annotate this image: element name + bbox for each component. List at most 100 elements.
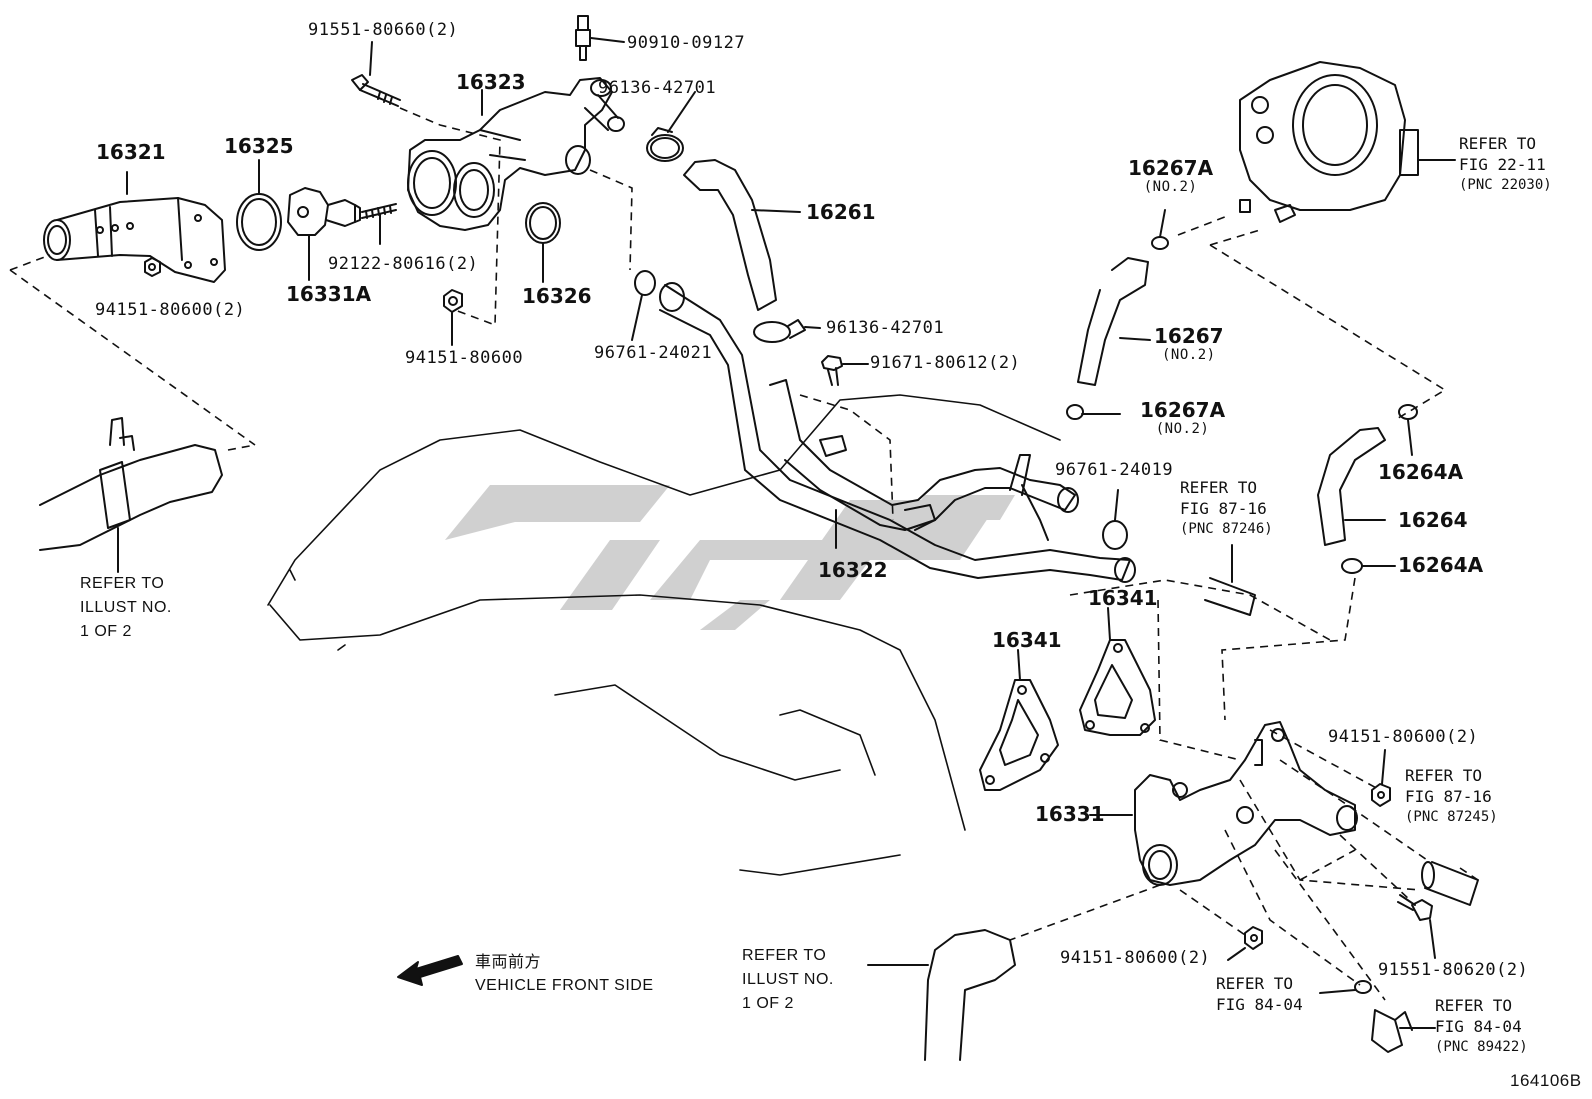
part-16261-hose xyxy=(683,159,801,311)
ref-fig-87-16-b-line2: FIG 87-16 xyxy=(1405,786,1492,806)
stud-92122 xyxy=(361,203,397,245)
label-16326: 16326 xyxy=(522,284,592,308)
clamp-16267A-lower xyxy=(1066,404,1121,420)
label-16264A-top: 16264A xyxy=(1378,460,1464,484)
vehicle-front-note: 車両前方 VEHICLE FRONT SIDE xyxy=(475,950,654,998)
ref-illust-bottom-line1: REFER TO xyxy=(742,947,827,964)
label-94151-80600: 94151-80600 xyxy=(405,348,524,368)
engine-outline xyxy=(267,394,1061,876)
label-16261: 16261 xyxy=(806,200,876,224)
washer-84-04 xyxy=(1319,980,1372,994)
ref-fig-87-16-b: REFER TO FIG 87-16 (PNC 87245) xyxy=(1405,766,1498,826)
hose-illust-bottom xyxy=(867,929,1016,1061)
label-16267A-mid: 16267A (NO.2) xyxy=(1140,400,1225,436)
oring-96761-24019 xyxy=(1102,489,1128,550)
clamp-16264A-top xyxy=(1398,404,1418,456)
ref-fig-84-04-b-line1: REFER TO xyxy=(1435,996,1513,1015)
ref-fig-84-04-b-line3: (PNC 89422) xyxy=(1435,1038,1528,1055)
part-16321-outlet-pipe xyxy=(43,171,226,283)
diagram-id: 164106B xyxy=(1510,1071,1582,1090)
ref-illust-left-line2: ILLUST NO. xyxy=(80,599,172,616)
ref-illust-left: REFER TO ILLUST NO. 1 OF 2 xyxy=(80,572,172,644)
ref-fig-87-16-b-line1: REFER TO xyxy=(1405,766,1483,785)
part-16326-gasket xyxy=(525,202,561,283)
label-96761-24019: 96761-24019 xyxy=(1055,460,1174,480)
ref-fig-87-16-a: REFER TO FIG 87-16 (PNC 87246) xyxy=(1180,478,1273,538)
ref-illust-bottom: REFER TO ILLUST NO. 1 OF 2 xyxy=(742,944,834,1016)
part-16322-pipe xyxy=(659,282,1136,583)
label-96136-42701-top: 96136-42701 xyxy=(598,78,717,98)
part-16341-gasket-left xyxy=(979,649,1059,791)
pipe-stub-87246 xyxy=(1204,544,1256,616)
part-16267-hose xyxy=(1077,257,1151,386)
label-96136-42701-mid: 96136-42701 xyxy=(826,318,945,338)
label-92122-80616: 92122-80616(2) xyxy=(328,254,479,274)
ref-fig-87-16-a-line2: FIG 87-16 xyxy=(1180,498,1267,518)
label-94151-80600-2-bottom: 94151-80600(2) xyxy=(1060,948,1211,968)
label-16267-code: 16267 xyxy=(1154,324,1224,348)
bolt-91551-80620 xyxy=(1397,894,1436,959)
ref-illust-left-line1: REFER TO xyxy=(80,575,165,592)
ref-fig-22-11-line1: REFER TO xyxy=(1459,134,1537,153)
oring-96761-24021 xyxy=(631,270,656,341)
pipe-stub-87245 xyxy=(1421,861,1479,906)
bolt-91671-80612 xyxy=(821,355,869,386)
label-16321: 16321 xyxy=(96,140,166,164)
bolt-91551-80660 xyxy=(351,41,401,107)
clamp-16267A-upper xyxy=(1151,209,1169,250)
label-16323: 16323 xyxy=(456,70,526,94)
label-91551-80660: 91551-80660(2) xyxy=(308,20,459,40)
label-16331: 16331 xyxy=(1035,802,1105,826)
label-16267A-top-code: 16267A xyxy=(1128,156,1214,180)
ref-fig-87-16-a-line1: REFER TO xyxy=(1180,478,1258,497)
sensor-90910-09127 xyxy=(575,15,625,61)
label-16267A-top-sub: (NO.2) xyxy=(1143,179,1198,195)
ref-fig-84-04-b-line2: FIG 84-04 xyxy=(1435,1016,1522,1036)
clamp-96136-top xyxy=(646,91,696,162)
nut-94151-right xyxy=(1371,749,1391,807)
label-16264A-bottom: 16264A xyxy=(1398,553,1484,577)
ref-illust-bottom-line2: ILLUST NO. xyxy=(742,971,834,988)
label-16331A: 16331A xyxy=(286,282,372,306)
label-16341-b: 16341 xyxy=(992,628,1062,652)
part-16331-water-inlet xyxy=(1089,721,1358,886)
vehicle-front-english: VEHICLE FRONT SIDE xyxy=(475,977,654,994)
hose-coupling-left xyxy=(39,417,223,573)
nut-94151-bottom xyxy=(1227,926,1263,961)
part-16264-hose xyxy=(1317,427,1386,546)
label-16322: 16322 xyxy=(818,558,888,582)
part-16331A-thermostat xyxy=(287,187,361,281)
part-16323-inlet-housing xyxy=(407,77,625,231)
label-16341-a: 16341 xyxy=(1088,586,1158,610)
ref-fig-84-04-a-line2: FIG 84-04 xyxy=(1216,994,1303,1014)
throttle-body xyxy=(1239,61,1456,223)
sensor-89422 xyxy=(1371,1009,1436,1053)
label-16267A-top: 16267A (NO.2) xyxy=(1128,158,1213,194)
part-16325-gasket xyxy=(236,159,282,251)
label-16325: 16325 xyxy=(224,134,294,158)
label-96761-24021: 96761-24021 xyxy=(594,343,713,363)
ref-fig-84-04-b: REFER TO FIG 84-04 (PNC 89422) xyxy=(1435,996,1528,1056)
vehicle-front-arrow-icon xyxy=(397,955,463,986)
label-16264: 16264 xyxy=(1398,508,1468,532)
label-16267A-mid-sub: (NO.2) xyxy=(1155,421,1210,437)
ref-illust-bottom-line3: 1 OF 2 xyxy=(742,995,794,1012)
label-94151-80600-2-right: 94151-80600(2) xyxy=(1328,727,1479,747)
ref-fig-22-11-line3: (PNC 22030) xyxy=(1459,176,1552,193)
guide-lines xyxy=(9,107,1479,1001)
part-16341-gasket-right xyxy=(1079,607,1156,736)
ref-fig-87-16-b-line3: (PNC 87245) xyxy=(1405,808,1498,825)
nut-94151-mid xyxy=(443,289,463,346)
label-94151-80600-2-left: 94151-80600(2) xyxy=(95,300,246,320)
clamp-96136-mid xyxy=(753,319,821,343)
ref-fig-84-04-a-line1: REFER TO xyxy=(1216,974,1294,993)
ref-illust-left-line3: 1 OF 2 xyxy=(80,623,132,640)
label-91671-80612: 91671-80612(2) xyxy=(870,353,1021,373)
watermark-logo xyxy=(445,485,1015,630)
ref-fig-87-16-a-line3: (PNC 87246) xyxy=(1180,520,1273,537)
ref-fig-22-11-line2: FIG 22-11 xyxy=(1459,154,1546,174)
ref-fig-84-04-a: REFER TO FIG 84-04 xyxy=(1216,974,1303,1016)
nut-94151-left xyxy=(144,257,161,277)
